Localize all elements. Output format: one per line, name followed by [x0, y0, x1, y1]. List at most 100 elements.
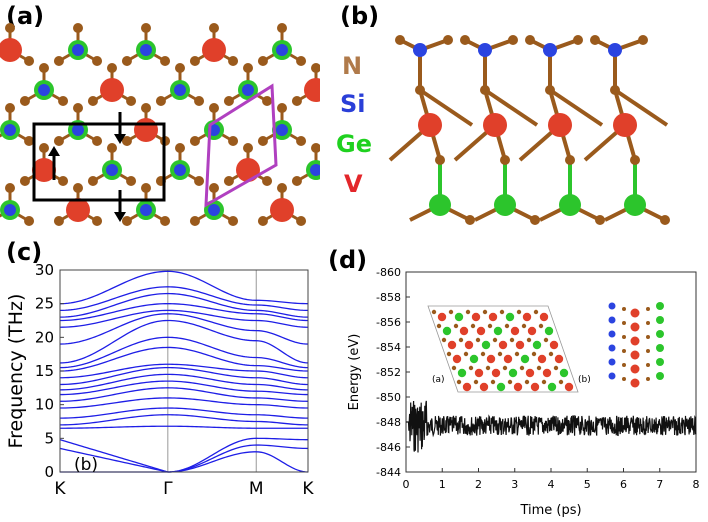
inset-atom-N	[441, 337, 447, 343]
inset-atom-Si	[608, 358, 616, 366]
inset-atom-N	[538, 323, 544, 329]
crystal-top-view	[0, 23, 320, 226]
panel-label-c: (c)	[6, 238, 43, 266]
atom-V	[548, 113, 572, 137]
spin-up-arrow-head	[48, 146, 60, 156]
inset-atom-N	[482, 309, 488, 315]
inset-atom-N	[480, 351, 486, 357]
inset-atom	[447, 340, 457, 350]
atom-N	[53, 216, 64, 226]
inset-atom-N	[475, 337, 481, 343]
inset-atom-N	[521, 323, 527, 329]
inset-atom-N	[458, 337, 464, 343]
inset-atom	[554, 354, 564, 364]
y-tick-label: -856	[376, 316, 401, 329]
energy-series-line	[406, 400, 697, 453]
atom-V	[32, 158, 56, 182]
inset-atom-N	[646, 349, 650, 353]
atom-N	[175, 63, 185, 73]
atom-Ge	[494, 194, 516, 216]
phonon-branch	[59, 336, 309, 369]
atom-N	[415, 85, 425, 95]
x-tick-label: 6	[620, 478, 627, 491]
atom-N	[291, 176, 302, 186]
phonon-branch	[59, 387, 309, 402]
atom-Si	[174, 84, 186, 96]
inset-atom-N	[622, 349, 626, 353]
inset-atom-N	[504, 323, 510, 329]
y-tick-label: -858	[376, 291, 401, 304]
inset-atom	[479, 382, 489, 392]
inset-atom	[559, 368, 569, 378]
legend-N: N	[342, 52, 363, 80]
y-tick-label: 15	[35, 362, 54, 380]
atom-N	[24, 136, 35, 146]
atom-N	[160, 56, 171, 66]
atom-Si	[478, 43, 492, 57]
atom-V	[100, 78, 124, 102]
inset-atom	[491, 368, 501, 378]
atom-N	[121, 216, 132, 226]
inset-atom-N	[646, 363, 650, 367]
atom-N	[39, 63, 49, 73]
atom-N	[121, 136, 132, 146]
bond	[548, 88, 604, 127]
phonon-branch	[59, 363, 309, 379]
atom-N	[460, 35, 470, 45]
inset-atom	[464, 340, 474, 350]
atom-V	[0, 38, 22, 62]
inset-atom-N	[514, 351, 520, 357]
atom-N	[296, 136, 307, 146]
inset-atom	[503, 354, 513, 364]
atom-Si	[174, 164, 186, 176]
inset-atom	[452, 354, 462, 364]
atom-N	[530, 215, 540, 225]
atom-N	[73, 103, 83, 113]
atom-N	[435, 155, 445, 165]
atom-N	[443, 35, 453, 45]
atom-Ge	[559, 194, 581, 216]
inset-atom-N	[646, 377, 650, 381]
atom-N	[141, 23, 151, 33]
atom-N	[92, 216, 103, 226]
y-tick-label: -844	[376, 466, 401, 479]
inset-atom-N	[473, 379, 479, 385]
inset-atom	[527, 326, 537, 336]
atom-N	[19, 96, 30, 106]
atom-V	[236, 158, 260, 182]
y-tick-label: -854	[376, 341, 401, 354]
inset-atom-N	[446, 351, 452, 357]
inset-atom	[508, 368, 518, 378]
y-tick-label: -848	[376, 416, 401, 429]
inset-atom-N	[470, 323, 476, 329]
inset-atom-N	[622, 377, 626, 381]
x-tick-label: K	[54, 479, 66, 499]
atom-N	[573, 35, 583, 45]
spin-down-arrow-head	[114, 134, 126, 144]
y-tick-label: 30	[35, 261, 54, 279]
legend-V: V	[344, 170, 363, 198]
atom-N	[58, 176, 69, 186]
inset-atom-N	[541, 379, 547, 385]
atom-Si	[413, 43, 427, 57]
atom-N	[189, 136, 200, 146]
atom-V	[202, 38, 226, 62]
atom-N	[5, 23, 15, 33]
phonon-branch	[59, 346, 309, 372]
phonon-branch	[59, 407, 309, 419]
atom-N	[595, 215, 605, 225]
atom-N	[228, 136, 239, 146]
phonon-branch	[59, 313, 309, 345]
inset-atom	[510, 326, 520, 336]
bond	[613, 88, 669, 127]
legend-Si: Si	[340, 90, 366, 118]
primitive-cell	[204, 83, 278, 208]
inset-atom-N	[463, 351, 469, 357]
atom-V	[270, 198, 294, 222]
phonon-branch	[59, 437, 309, 473]
inset-atom	[520, 354, 530, 364]
atom-N	[126, 96, 137, 106]
atom-N	[630, 155, 640, 165]
atom-N	[107, 63, 117, 73]
atom-Si	[72, 44, 84, 56]
